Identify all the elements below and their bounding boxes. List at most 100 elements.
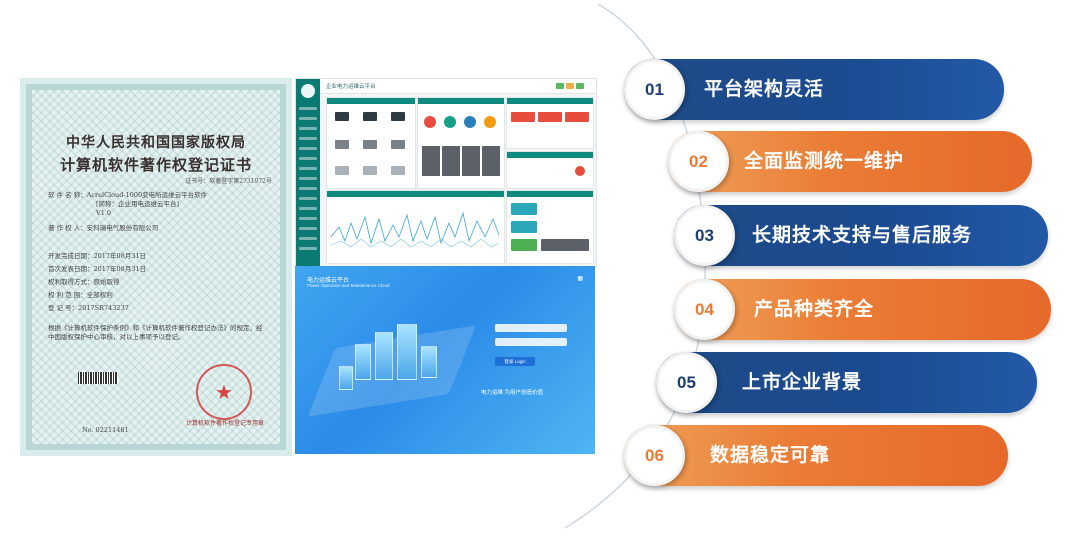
dashboard-sidebar bbox=[296, 79, 320, 267]
card-header bbox=[327, 191, 504, 197]
sidebar-nav-line bbox=[299, 117, 317, 120]
gauge-icon bbox=[363, 112, 377, 121]
password-input[interactable] bbox=[495, 338, 567, 346]
sidebar-nav-line bbox=[299, 207, 317, 210]
status-circle-icon bbox=[464, 116, 476, 128]
feature-item-06: 06 数据稳定可靠 bbox=[624, 425, 1008, 486]
card-header bbox=[507, 191, 593, 197]
sidebar-nav-line bbox=[299, 167, 317, 170]
feature-label: 产品种类齐全 bbox=[754, 298, 875, 320]
dev-date-label: 开发完成日期： bbox=[48, 252, 94, 260]
status-tile bbox=[511, 203, 537, 215]
sidebar-nav-line bbox=[299, 147, 317, 150]
certificate-number: 证书号：软著登字第2731972号 bbox=[185, 178, 272, 185]
feature-label: 全面监测统一维护 bbox=[744, 150, 905, 172]
feature-label: 长期技术支持与售后服务 bbox=[752, 224, 973, 246]
card-header bbox=[507, 98, 593, 104]
sidebar-nav-line bbox=[299, 157, 317, 160]
acquire-label: 权利取得方式： bbox=[48, 278, 94, 286]
feature-number-badge: 01 bbox=[624, 59, 685, 120]
feature-number-badge: 03 bbox=[674, 205, 735, 266]
scope-row: 权 利 范 围：全部权利 bbox=[48, 291, 113, 299]
dashboard-logo-icon bbox=[301, 84, 315, 98]
software-name-label: 软 件 名 称： bbox=[48, 191, 87, 199]
dark-tile bbox=[422, 146, 440, 176]
server-block-icon bbox=[339, 366, 353, 390]
software-name-row: 软 件 名 称：AcrelCloud-1000变电所运维云平台软件 bbox=[48, 191, 207, 199]
dashboard-screenshot: 企业电力运维云平台 bbox=[295, 78, 597, 268]
reg-no: 2017SR743237 bbox=[78, 304, 129, 312]
topbar-button[interactable] bbox=[556, 83, 564, 89]
sidebar-nav-line bbox=[299, 177, 317, 180]
feature-item-01: 01 平台架构灵活 bbox=[624, 59, 1004, 120]
dashboard-card-alarms bbox=[506, 97, 594, 149]
seal-star-icon: ★ bbox=[215, 380, 233, 404]
device-icon bbox=[363, 140, 377, 149]
sidebar-nav-line bbox=[299, 127, 317, 130]
feature-number-badge: 05 bbox=[656, 352, 717, 413]
device-icon bbox=[391, 166, 405, 175]
software-short-name: [简称：企业用电运维云平台] bbox=[96, 200, 180, 208]
dev-date: 2017年08月31日 bbox=[93, 252, 147, 260]
alarm-tile bbox=[538, 112, 562, 122]
sidebar-nav-line bbox=[299, 137, 317, 140]
login-button[interactable]: 登录 Login bbox=[495, 357, 535, 366]
server-block-icon bbox=[421, 346, 437, 378]
publish-date-row: 首次发表日期：2017年08月31日 bbox=[48, 265, 146, 273]
sidebar-nav-line bbox=[299, 187, 317, 190]
scope-value: 全部权利 bbox=[86, 291, 113, 299]
trend-line-chart bbox=[330, 211, 500, 248]
certificate-bottom-number: No. 02211481 bbox=[82, 426, 129, 434]
feature-item-02: 02 全面监测统一维护 bbox=[668, 131, 1032, 192]
server-block-icon bbox=[397, 324, 417, 380]
status-circle-icon bbox=[424, 116, 436, 128]
barcode-icon bbox=[78, 372, 118, 384]
feature-number-badge: 04 bbox=[674, 279, 735, 340]
username-input[interactable] bbox=[495, 324, 567, 332]
dashboard-card-status bbox=[506, 190, 594, 264]
publish-date: 2017年08月31日 bbox=[93, 265, 147, 273]
feature-item-03: 03 长期技术支持与售后服务 bbox=[674, 205, 1048, 266]
sidebar-nav-line bbox=[299, 227, 317, 230]
status-tile bbox=[511, 239, 537, 251]
dark-tile bbox=[482, 146, 500, 176]
server-block-icon bbox=[375, 332, 393, 380]
dev-date-row: 开发完成日期：2017年08月31日 bbox=[48, 252, 146, 260]
login-screenshot: 电力运维云平台 Power Operation and Maintenance … bbox=[295, 266, 595, 454]
feature-number-badge: 06 bbox=[624, 425, 685, 486]
device-icon bbox=[363, 166, 377, 175]
sidebar-nav-line bbox=[299, 247, 317, 250]
card-header bbox=[507, 152, 593, 158]
red-seal-icon: ★ bbox=[196, 364, 252, 420]
login-title: 电力运维云平台 bbox=[307, 278, 350, 284]
server-block-icon bbox=[355, 344, 371, 380]
feature-item-05: 05 上市企业背景 bbox=[656, 352, 1037, 413]
dashboard-card-trend bbox=[326, 190, 505, 264]
device-icon bbox=[335, 140, 349, 149]
dark-tile bbox=[442, 146, 460, 176]
topbar-button[interactable] bbox=[576, 83, 584, 89]
login-subtitle: Power Operation and Maintenance Cloud bbox=[307, 283, 390, 288]
sidebar-nav-line bbox=[299, 217, 317, 220]
feature-label: 数据稳定可靠 bbox=[710, 444, 831, 466]
status-circle-icon bbox=[444, 116, 456, 128]
copyright-owner: 安科瑞电气股份有限公司 bbox=[86, 224, 159, 232]
certificate-border bbox=[26, 84, 286, 450]
feature-label: 上市企业背景 bbox=[742, 371, 863, 393]
alarm-tile bbox=[511, 112, 535, 122]
copyright-owner-label: 著 作 权 人： bbox=[48, 224, 87, 232]
warning-icon bbox=[575, 166, 585, 176]
feature-label: 平台架构灵活 bbox=[704, 78, 825, 100]
card-header bbox=[418, 98, 504, 104]
topbar-button[interactable] bbox=[566, 83, 574, 89]
sidebar-nav-line bbox=[299, 107, 317, 110]
gauge-icon bbox=[335, 112, 349, 121]
sidebar-nav-line bbox=[299, 237, 317, 240]
acquire-row: 权利取得方式：原始取得 bbox=[48, 278, 120, 286]
software-name: AcrelCloud-1000变电所运维云平台软件 bbox=[86, 191, 208, 199]
dark-tile bbox=[541, 239, 589, 251]
device-icon bbox=[335, 166, 349, 175]
acquire-method: 原始取得 bbox=[93, 278, 120, 286]
brand-logo-icon: ▦ bbox=[577, 276, 583, 282]
feature-number-badge: 02 bbox=[668, 131, 729, 192]
